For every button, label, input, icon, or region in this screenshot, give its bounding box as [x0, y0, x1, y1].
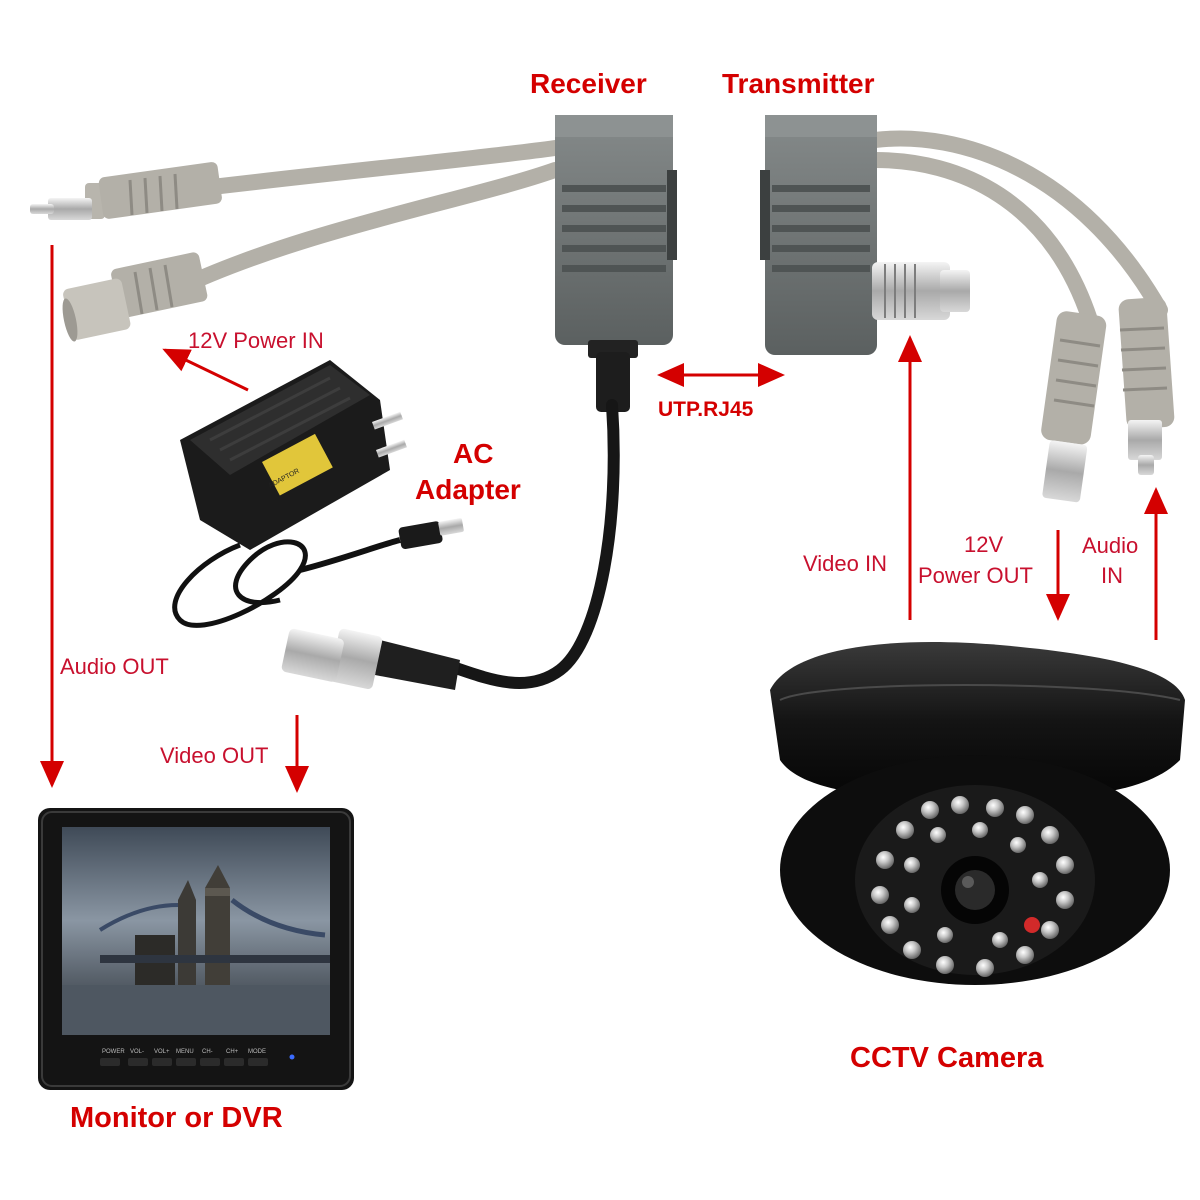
rca-plug-audio-in: [1118, 297, 1175, 475]
receiver-label: Receiver: [530, 68, 647, 99]
dc-plug-power-out: [1041, 311, 1107, 503]
power-in-label: 12V Power IN: [188, 328, 324, 353]
ac-adapter: ADAPTOR: [172, 360, 464, 628]
ac-adapter-label-line2: Adapter: [415, 474, 521, 505]
ch-down-button[interactable]: [200, 1058, 220, 1066]
dc-jack-power-in: [62, 252, 208, 342]
monitor-button-labels: POWER VOL- VOL+ MENU CH- CH+ MODE: [102, 1049, 266, 1055]
monitor-button-row: [100, 1054, 295, 1066]
power-button[interactable]: [100, 1058, 120, 1066]
menu-button[interactable]: [176, 1058, 196, 1066]
transmitter-label: Transmitter: [722, 68, 875, 99]
ac-adapter-label-line1: AC: [453, 438, 494, 469]
audio-in-label-line1: Audio: [1082, 533, 1139, 558]
sensor-led-icon: [1024, 917, 1040, 933]
receiver-video-cable: [281, 352, 630, 690]
power-out-label-line1: 12V: [964, 532, 1004, 557]
transmitter-balun: [760, 115, 1168, 355]
cctv-camera: [770, 642, 1185, 985]
arrow-power-in: [162, 348, 249, 392]
monitor-device: POWER VOL- VOL+ MENU CH- CH+ MODE: [38, 808, 354, 1090]
receiver-balun: [97, 115, 677, 358]
button-label-ch-up: CH+: [226, 1049, 239, 1055]
mode-button[interactable]: [248, 1058, 268, 1066]
camera-label: CCTV Camera: [850, 1042, 1044, 1074]
button-label-ch-down: CH-: [202, 1049, 213, 1055]
rca-plug-audio-out: [30, 162, 222, 220]
button-label-menu: MENU: [176, 1049, 194, 1055]
utp-label: UTP.RJ45: [658, 398, 754, 421]
button-label-vol-up: VOL+: [154, 1049, 170, 1055]
video-in-label: Video IN: [803, 551, 887, 576]
button-label-mode: MODE: [248, 1049, 266, 1055]
video-out-label: Video OUT: [160, 743, 269, 768]
vol-up-button[interactable]: [152, 1058, 172, 1066]
ir-led-ring: [871, 796, 1074, 977]
power-led-icon: [289, 1054, 295, 1060]
button-label-power: POWER: [102, 1049, 125, 1055]
ch-up-button[interactable]: [224, 1058, 244, 1066]
button-label-vol-down: VOL-: [130, 1049, 144, 1055]
power-out-label-line2: Power OUT: [918, 563, 1033, 588]
audio-in-label-line2: IN: [1101, 563, 1123, 588]
vol-down-button[interactable]: [128, 1058, 148, 1066]
connection-arrows: [40, 245, 1168, 793]
monitor-label: Monitor or DVR: [70, 1102, 283, 1134]
audio-out-label: Audio OUT: [60, 654, 169, 679]
